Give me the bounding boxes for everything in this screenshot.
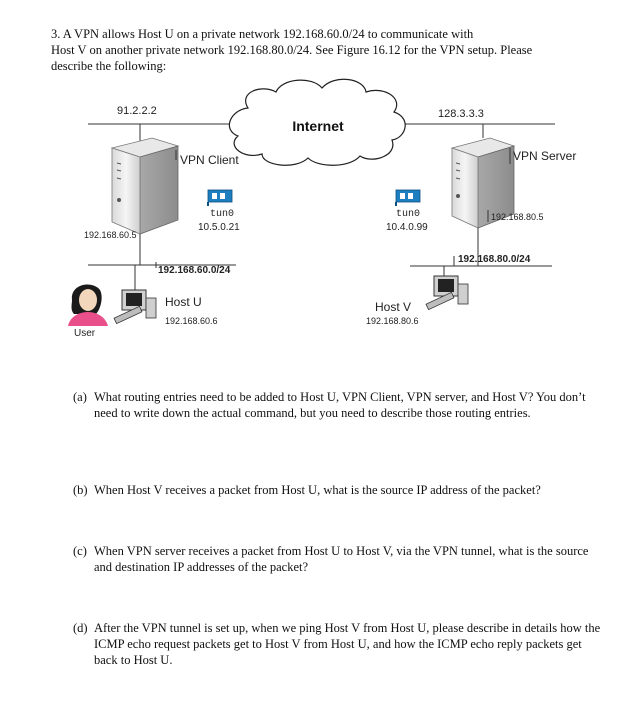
part-c-text: When VPN server receives a packet from H… (94, 544, 589, 574)
vpn-server-icon (450, 137, 516, 229)
host-u-computer-icon (113, 289, 157, 325)
question-part-a: (a) What routing entries need to be adde… (73, 389, 608, 421)
part-d-text: After the VPN tunnel is set up, when we … (94, 621, 601, 667)
client-tun-ip: 10.5.0.21 (198, 222, 240, 233)
server-tun-interface-icon (395, 189, 421, 206)
part-a-text: What routing entries need to be added to… (94, 390, 586, 420)
server-public-ip: 128.3.3.3 (438, 108, 484, 120)
part-d-label: (d) (73, 621, 88, 635)
question-part-c: (c) When VPN server receives a packet fr… (73, 543, 608, 575)
host-u-ip: 192.168.60.6 (165, 316, 218, 326)
question-part-d: (d) After the VPN tunnel is set up, when… (73, 620, 608, 668)
vpn-client-label: VPN Client (180, 153, 239, 167)
part-b-label: (b) (73, 483, 88, 497)
question-line-2: Host V on another private network 192.16… (51, 43, 533, 57)
host-u-name: Host U (165, 295, 202, 309)
server-tun-ip: 10.4.0.99 (386, 222, 428, 233)
host-v-ip: 192.168.80.6 (366, 316, 419, 326)
question-line-3: describe the following: (51, 59, 167, 73)
host-v-name: Host V (375, 300, 411, 314)
server-lan-ip: 192.168.80.5 (491, 212, 544, 222)
client-lan-ip: 192.168.60.5 (84, 230, 137, 240)
part-b-text: When Host V receives a packet from Host … (94, 483, 541, 497)
question-line-1: 3. A VPN allows Host U on a private netw… (51, 27, 474, 41)
part-a-label: (a) (73, 390, 87, 404)
client-public-ip: 91.2.2.2 (117, 105, 157, 117)
host-v-computer-icon (425, 275, 469, 311)
part-c-label: (c) (73, 544, 87, 558)
question-header: 3. A VPN allows Host U on a private netw… (51, 26, 611, 74)
client-tun-name: tun0 (210, 209, 234, 220)
net-v-label: 192.168.80.0/24 (458, 254, 531, 265)
user-label: User (74, 328, 96, 339)
internet-cloud (228, 78, 406, 166)
vpn-client-server-icon (110, 137, 180, 235)
vpn-network-diagram: Internet 91.2.2.2 128.3.3.3 VPN Client V… (68, 78, 576, 339)
client-tun-interface-icon (207, 189, 233, 206)
server-tun-name: tun0 (396, 209, 420, 220)
vpn-server-label: VPN Server (513, 149, 576, 163)
internet-label: Internet (292, 118, 344, 134)
question-part-b: (b) When Host V receives a packet from H… (73, 482, 608, 498)
user-avatar-icon (68, 284, 108, 326)
net-u-label: 192.168.60.0/24 (158, 265, 231, 276)
